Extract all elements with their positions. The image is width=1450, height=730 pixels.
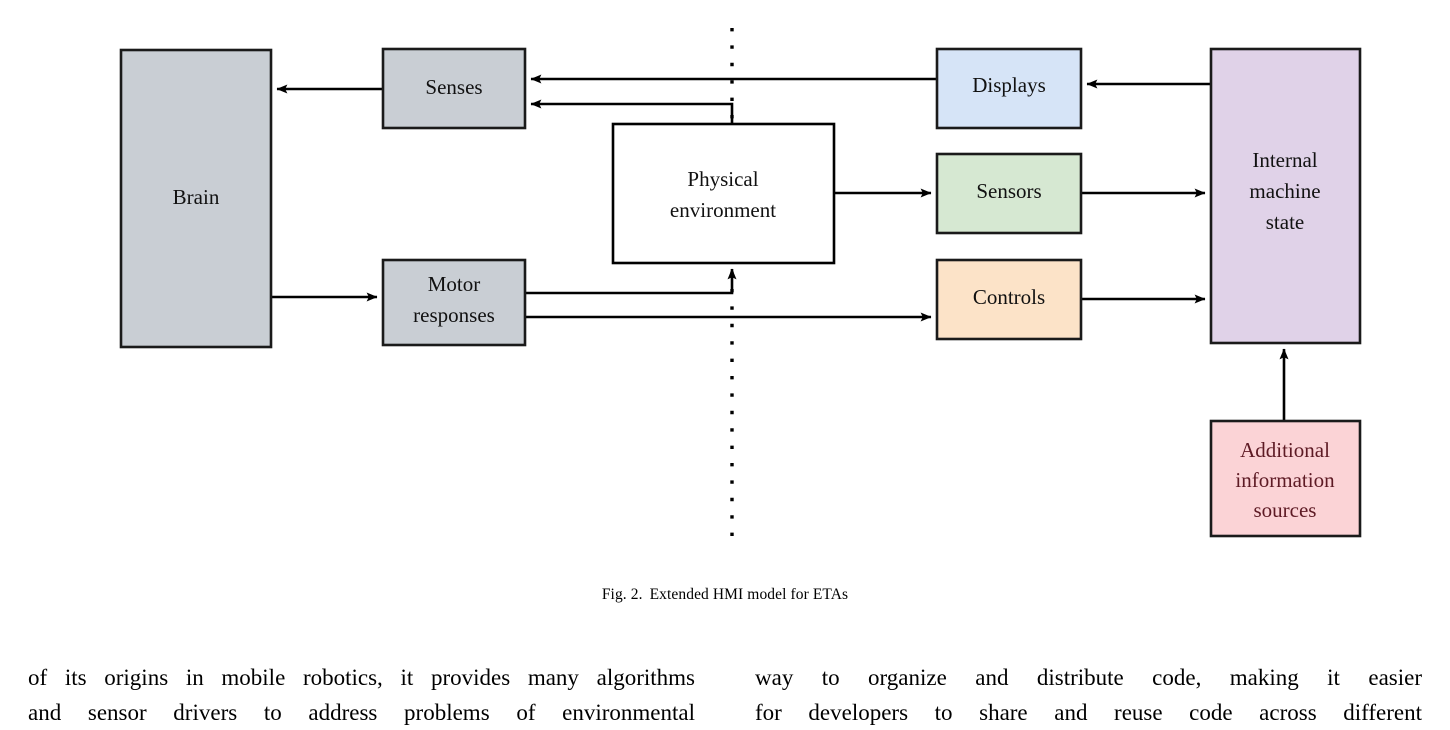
node-physical-environment-label-line2: environment: [670, 198, 776, 222]
node-displays-label: Displays: [972, 73, 1046, 97]
node-internal-machine-state-label-line2: machine: [1249, 179, 1320, 203]
figure-caption-text: Extended HMI model for ETAs: [649, 586, 849, 603]
node-additional-information-sources[interactable]: Additional information sources: [1209, 419, 1362, 538]
node-internal-machine-state-label-line1: Internal: [1252, 148, 1317, 172]
node-displays[interactable]: Displays: [935, 47, 1083, 130]
edge-motor-to-physenv: [525, 268, 737, 295]
figure-caption: Fig. 2. Extended HMI model for ETAs: [0, 586, 1450, 604]
body-column-left: of its origins in mobile robotics, it pr…: [28, 660, 695, 730]
edge-physenv-to-senses: [530, 99, 734, 124]
body-columns: of its origins in mobile robotics, it pr…: [0, 660, 1450, 730]
node-internal-machine-state[interactable]: Internal machine state: [1209, 47, 1362, 345]
node-physical-environment[interactable]: Physical environment: [611, 122, 836, 265]
node-brain[interactable]: Brain: [119, 48, 273, 349]
node-sensors[interactable]: Sensors: [935, 152, 1083, 235]
node-motor-responses[interactable]: Motor responses: [381, 258, 527, 347]
node-additional-information-sources-label-line1: Additional: [1240, 438, 1330, 462]
body-column-right: way to organize and distribute code, mak…: [755, 660, 1422, 730]
body-line: and sensor drivers to address problems o…: [28, 700, 695, 725]
node-controls[interactable]: Controls: [935, 258, 1083, 341]
node-senses[interactable]: Senses: [381, 47, 527, 130]
node-physical-environment-label-line1: Physical: [687, 167, 758, 191]
body-line: way to organize and distribute code, mak…: [755, 665, 1422, 690]
figure-caption-number: Fig. 2.: [601, 586, 643, 603]
node-internal-machine-state-label-line3: state: [1266, 210, 1304, 234]
node-motor-responses-label-line1: Motor: [428, 272, 481, 296]
node-additional-information-sources-label-line2: information: [1235, 468, 1335, 492]
body-line: of its origins in mobile robotics, it pr…: [28, 665, 695, 690]
node-senses-label: Senses: [425, 75, 482, 99]
node-controls-label: Controls: [973, 285, 1045, 309]
node-sensors-label: Sensors: [976, 179, 1041, 203]
figure-extended-hmi-model: Brain Senses Motor responses Physical en…: [119, 28, 1362, 546]
node-motor-responses-label-line2: responses: [413, 303, 495, 327]
node-additional-information-sources-label-line3: sources: [1254, 498, 1317, 522]
body-line: for developers to share and reuse code a…: [755, 700, 1422, 725]
node-brain-label: Brain: [173, 185, 220, 209]
